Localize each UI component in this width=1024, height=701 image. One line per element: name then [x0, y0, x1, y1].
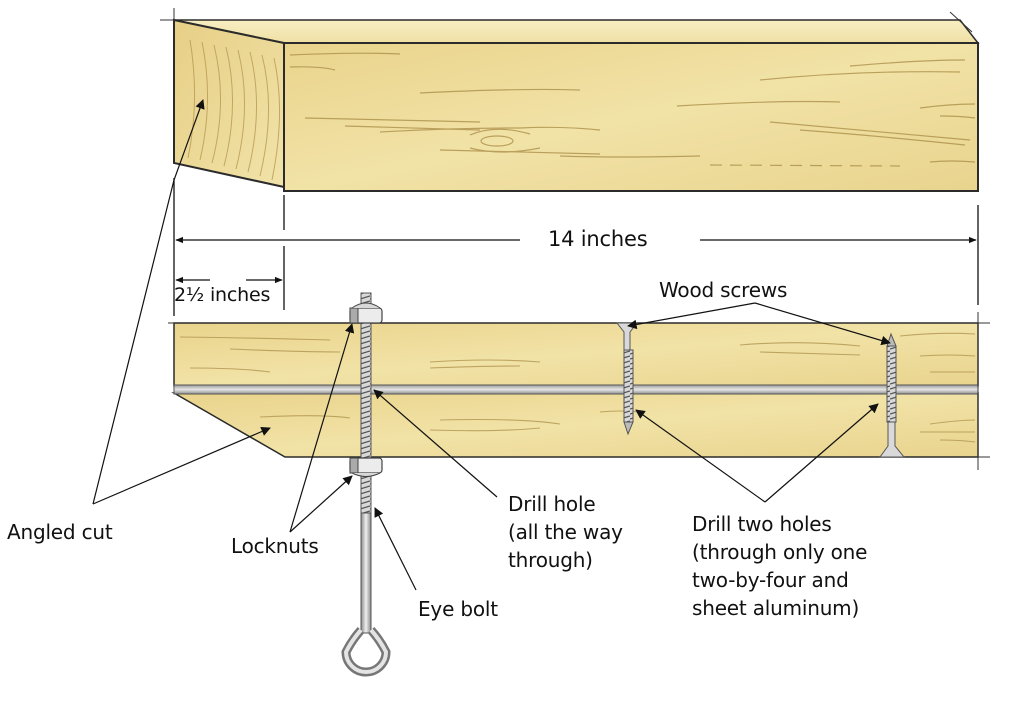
top-board-front-face — [283, 42, 979, 192]
leader-drill-two-holes-right — [764, 403, 879, 503]
leader-locknut-top — [289, 323, 355, 533]
eye-bolt-label: Eye bolt — [418, 597, 498, 621]
leader-angled-cut-bottom — [92, 426, 271, 505]
dimension-lines — [173, 178, 979, 316]
wood-screw-right — [879, 332, 906, 458]
bottom-assembly — [168, 312, 990, 470]
wood-screw-left — [615, 322, 639, 436]
aluminum-sheet — [173, 384, 979, 395]
corner-ref-line — [949, 11, 973, 33]
leader-drill-hole — [373, 389, 498, 498]
drill-hole-label: Drill hole (all the way through) — [508, 492, 623, 572]
leader-wood-screw-left — [627, 302, 756, 330]
wood-grain-bottom — [179, 332, 976, 443]
lower-two-by-four — [171, 392, 979, 458]
drill-two-holes-label: Drill two holes (through only one two-by… — [692, 512, 868, 620]
leader-wood-screw-right — [754, 302, 891, 346]
locknuts-label: Locknuts — [231, 534, 319, 558]
eye-bolt — [341, 292, 391, 677]
wood-grain-top — [289, 52, 976, 167]
assembly-ref-lines — [168, 312, 990, 470]
leader-drill-two-holes-left — [635, 409, 766, 503]
top-board-top-face — [173, 19, 980, 44]
leader-locknut-bottom — [289, 475, 353, 533]
angled-cut-label: Angled cut — [7, 520, 113, 544]
leader-angled-cut-top — [92, 99, 205, 505]
offset-dimension-label: 2½ inches — [174, 284, 271, 306]
leader-eye-bolt — [374, 507, 417, 591]
leader-lines — [92, 99, 891, 591]
top-locknut — [349, 302, 383, 324]
length-dimension-label: 14 inches — [548, 227, 648, 251]
top-two-by-four — [160, 8, 980, 192]
bottom-locknut — [349, 457, 383, 477]
wood-screws-label: Wood screws — [659, 278, 788, 302]
end-grain — [187, 39, 280, 181]
